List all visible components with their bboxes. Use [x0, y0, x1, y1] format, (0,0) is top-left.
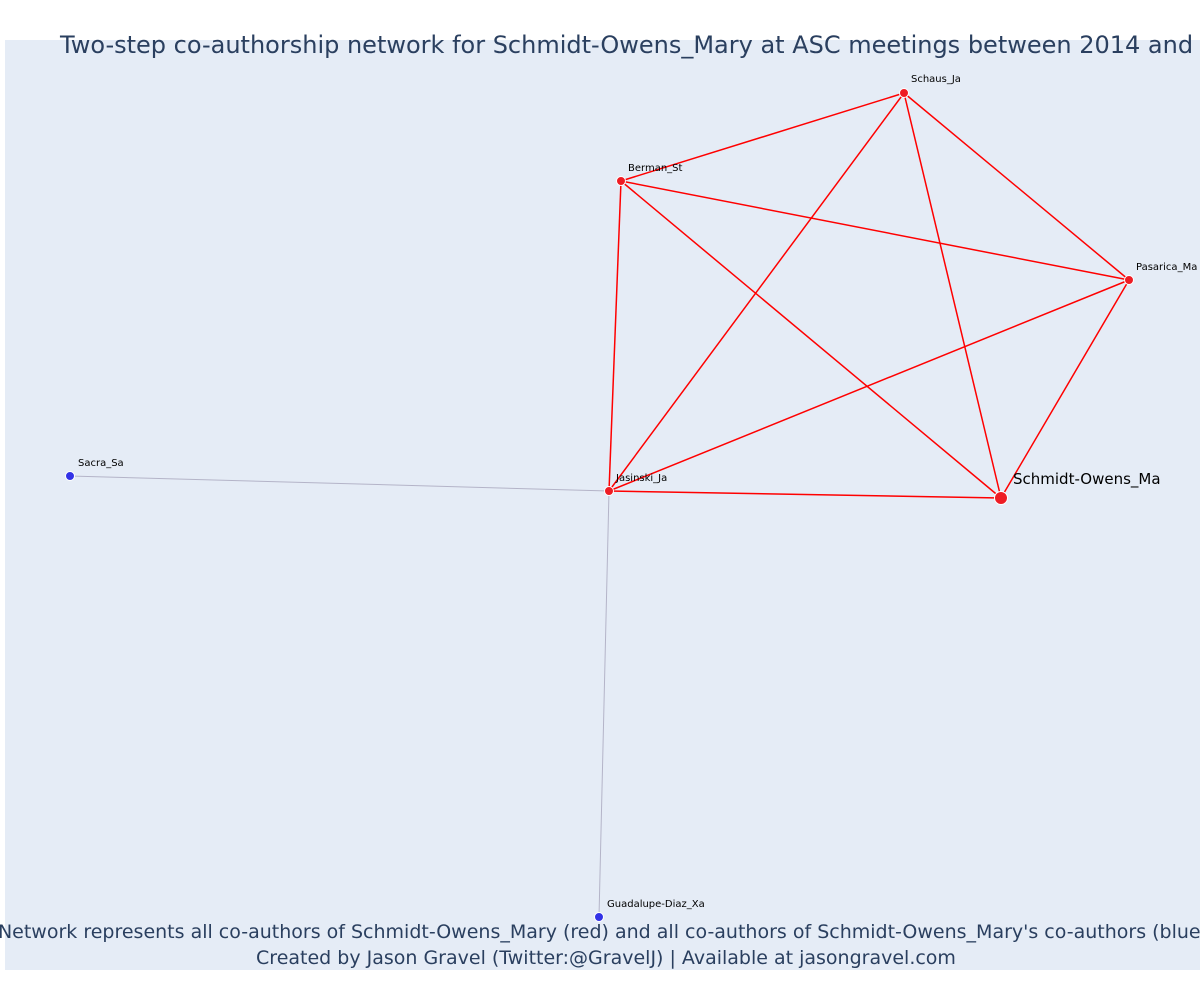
caption-line-1: Network represents all co-authors of Sch… [0, 921, 1200, 943]
node-label-schaus: Schaus_Ja [911, 74, 961, 85]
node-jasinski[interactable] [604, 486, 614, 496]
node-pasarica[interactable] [1124, 275, 1134, 285]
edge-jasinski-sacra [69, 475, 610, 492]
node-label-schmidt: Schmidt-Owens_Ma [1013, 470, 1161, 489]
node-labels-layer: Schmidt-Owens_Ma Schaus_JaBerman_StPasari… [78, 74, 1197, 910]
edge-berman-jasinski [608, 180, 622, 492]
figure-title: Two-step co-authorship network for Schmi… [59, 31, 1200, 59]
node-label-pasarica: Pasarica_Ma [1136, 262, 1197, 273]
node-label-berman: Berman_St [628, 163, 683, 174]
edges-layer [69, 92, 1130, 918]
edge-jasinski-guadalupe [598, 490, 610, 918]
edge-schaus-berman [620, 92, 905, 182]
edge-jasinski-schmidt [608, 490, 1002, 499]
node-guadalupe[interactable] [594, 912, 604, 922]
edge-schaus-pasarica [903, 92, 1130, 281]
edge-berman-pasarica [620, 180, 1130, 281]
edge-schaus-jasinski [608, 92, 905, 492]
nodes-layer [65, 88, 1134, 922]
edge-pasarica-schmidt [1000, 279, 1130, 499]
edge-berman-schmidt [620, 180, 1002, 499]
node-schmidt[interactable] [994, 491, 1008, 505]
node-schaus[interactable] [899, 88, 909, 98]
node-berman[interactable] [616, 176, 626, 186]
caption-line-2: Created by Jason Gravel (Twitter:@Gravel… [256, 947, 956, 969]
edge-schaus-schmidt [903, 92, 1002, 499]
edge-pasarica-jasinski [608, 279, 1130, 492]
plot-background [5, 40, 1200, 970]
node-label-jasinski: Jasinski_Ja [615, 473, 667, 484]
node-label-sacra: Sacra_Sa [78, 458, 124, 469]
node-label-guadalupe: Guadalupe-Diaz_Xa [607, 899, 705, 910]
node-sacra[interactable] [65, 471, 75, 481]
